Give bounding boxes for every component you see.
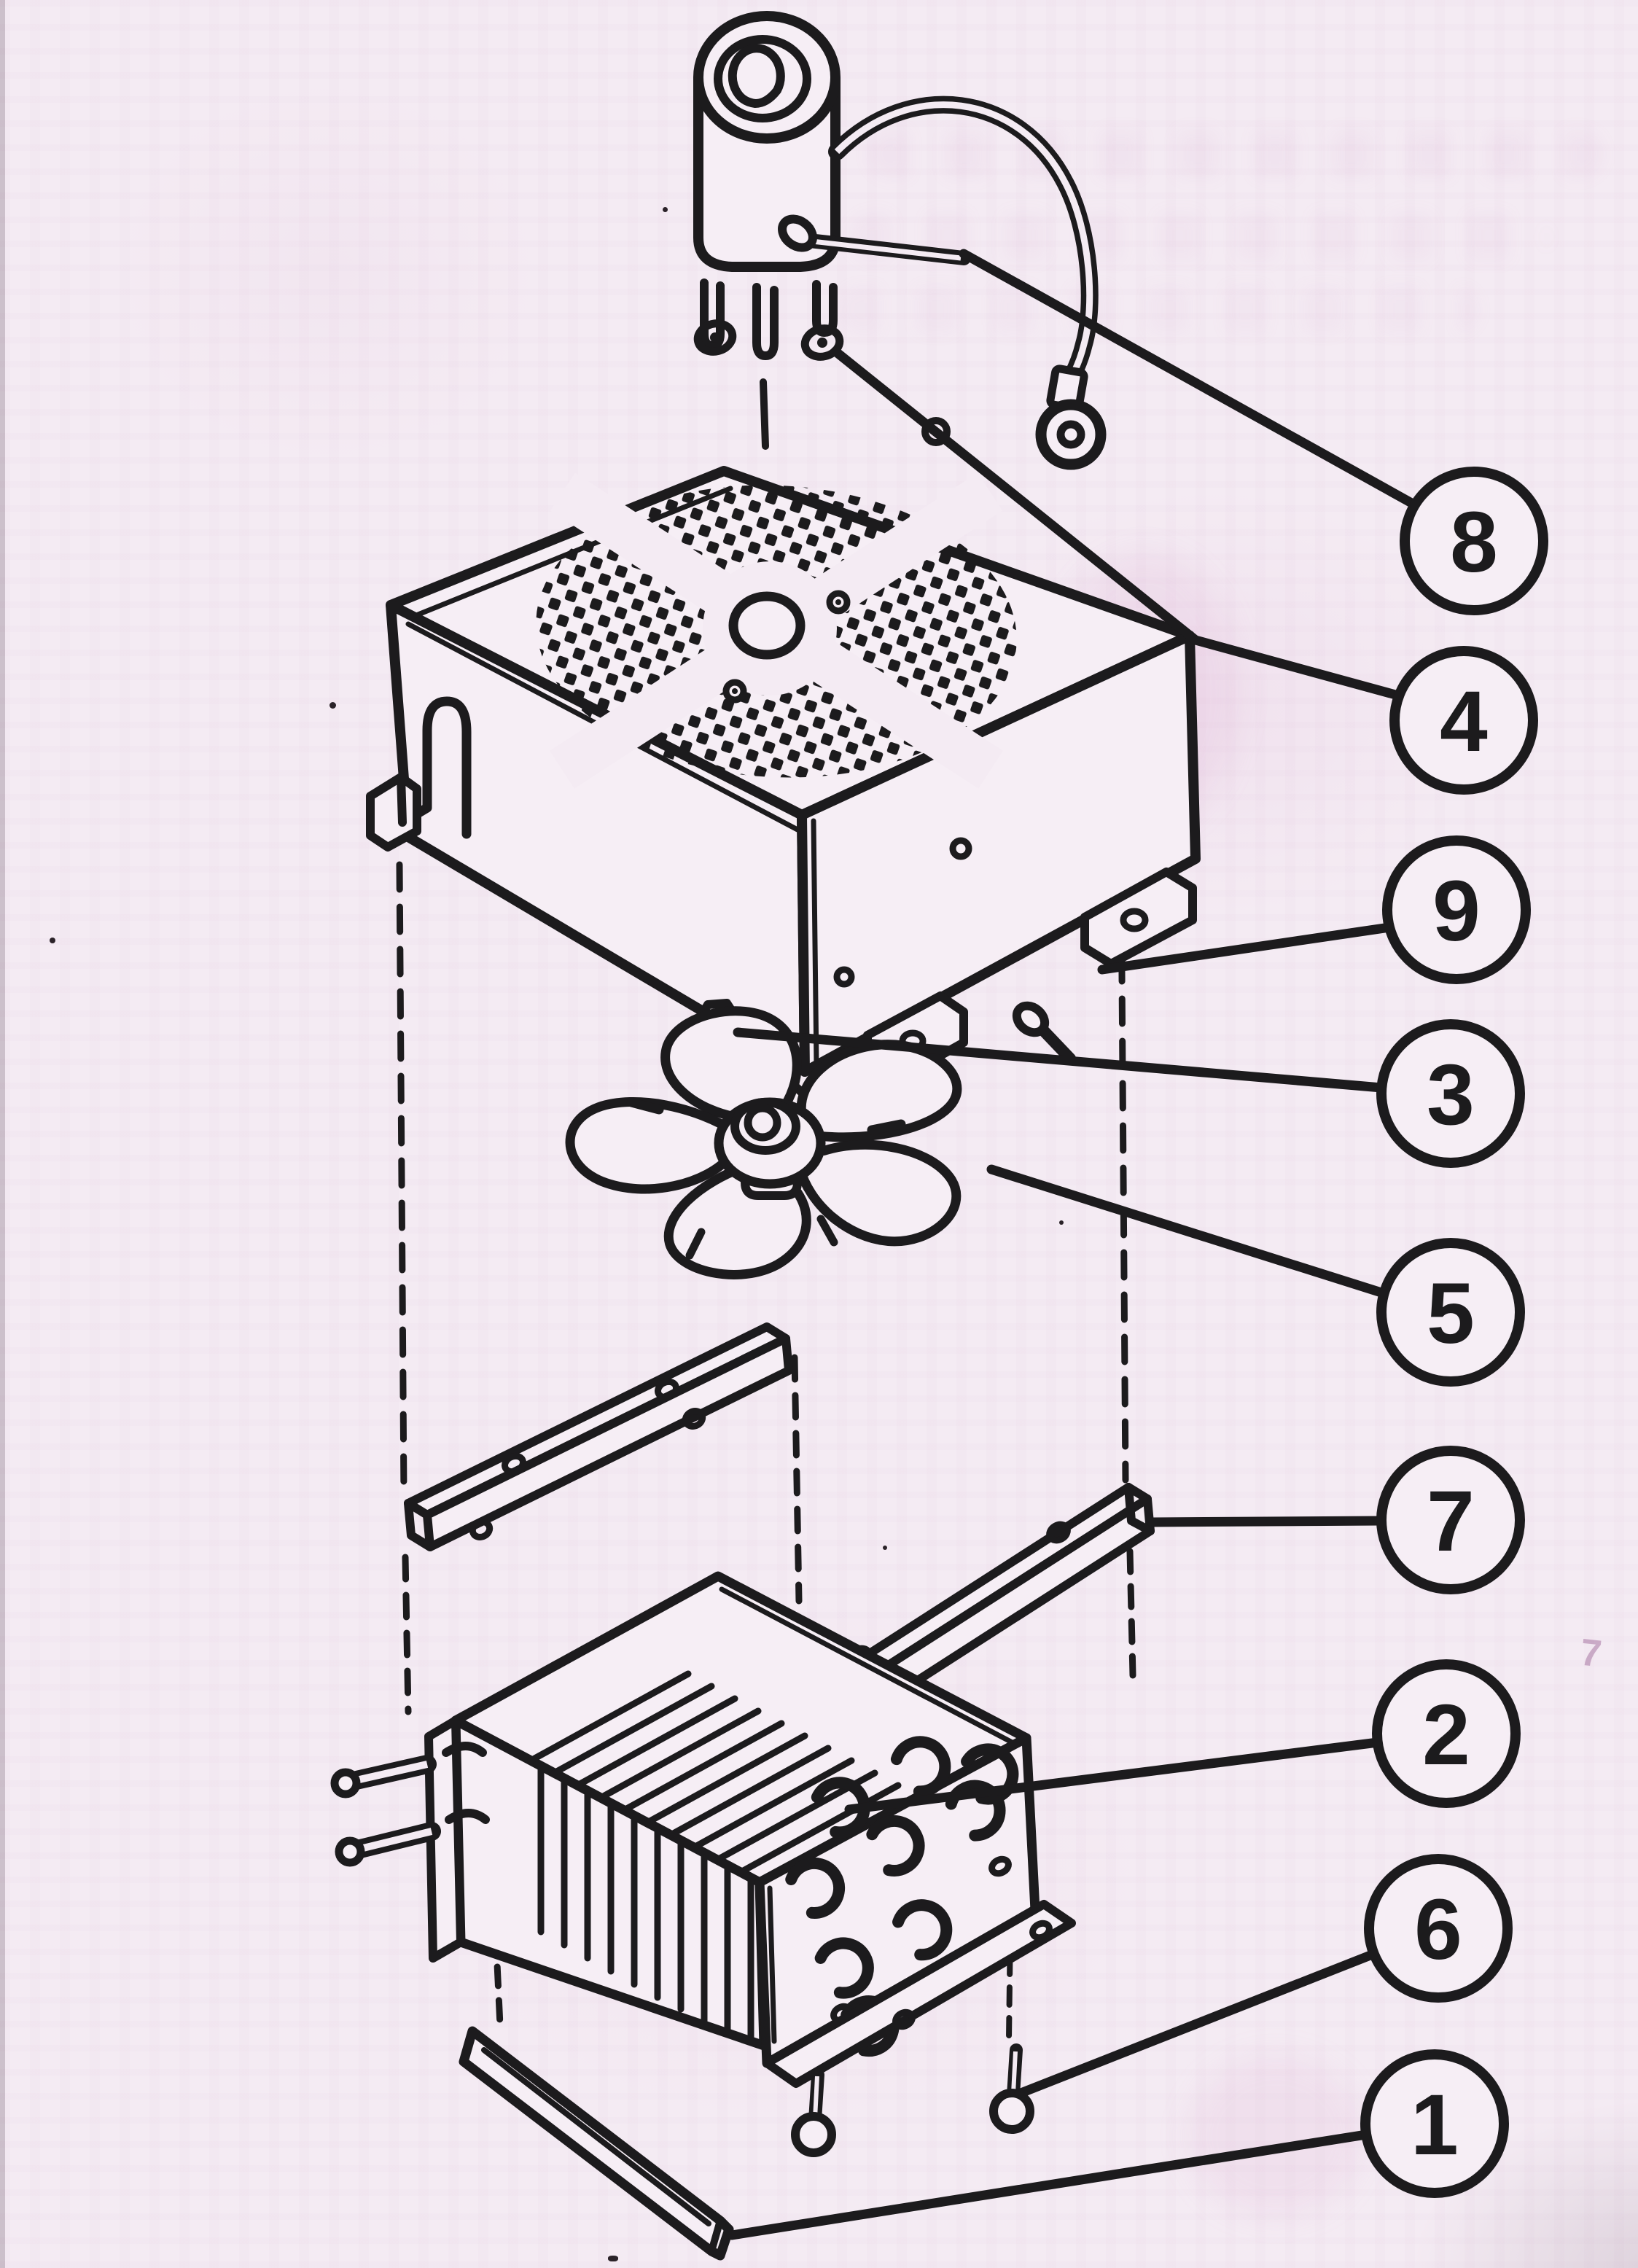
- housing-screw: [1012, 1001, 1076, 1064]
- callout-2: 2: [844, 1659, 1521, 1815]
- motor-top-ring: [714, 35, 811, 122]
- scan-speck: [50, 938, 55, 943]
- callout-circle: [1376, 1019, 1525, 1168]
- callout-circle: [1376, 1238, 1525, 1387]
- grille-screw-hole: [722, 679, 747, 704]
- scan-speck: [663, 207, 668, 212]
- motor-mount-grommet: [800, 324, 844, 361]
- callout-3: 3: [733, 1019, 1525, 1168]
- guide-line: [1126, 1548, 1136, 1679]
- fan-hub: [714, 1097, 826, 1200]
- callout-8: 8: [959, 249, 1548, 615]
- housing-right-face: [797, 631, 1201, 1077]
- callout-number: 6: [1414, 1882, 1462, 1978]
- bracket-end-profile: [1124, 1483, 1155, 1535]
- bracket-hole: [1046, 1521, 1071, 1544]
- mounting-bracket-upper: [404, 1322, 793, 1551]
- mounting-screw: [989, 2043, 1034, 2134]
- leader-line: [1097, 922, 1395, 975]
- guide-line: [402, 1554, 412, 1715]
- motor-shaft-end: [728, 44, 785, 108]
- condenser-hole: [988, 1855, 1012, 1877]
- motor-shaft-guide-line: [760, 378, 769, 450]
- callout-6: 6: [1014, 1854, 1513, 2099]
- leader-line: [844, 1737, 1383, 1815]
- callout-9: 9: [1097, 835, 1531, 984]
- callout-circle: [1364, 1854, 1513, 2003]
- leader-line: [1014, 1949, 1379, 2099]
- callout-circle: [1360, 2049, 1509, 2198]
- scan-speck: [608, 2256, 618, 2261]
- callout-number: 5: [1427, 1266, 1475, 1362]
- callout-circle: [1376, 1446, 1525, 1594]
- motor-stud: [752, 283, 779, 360]
- scan-speck: [329, 702, 336, 709]
- housing-hole: [949, 837, 972, 860]
- bleed-through-smudge: [838, 286, 1480, 334]
- callout-circle: [1400, 467, 1548, 615]
- bleed-through-smudge: [867, 130, 1604, 178]
- condenser-base-plate: [763, 1900, 1076, 2088]
- callout-5: 5: [986, 1164, 1525, 1387]
- leader-line: [959, 249, 1419, 510]
- callout-number: 1: [1411, 2077, 1459, 2173]
- motor-mount-hole: [693, 319, 737, 356]
- motor-mounting-bolt: [778, 214, 971, 265]
- condenser-edge-fold: [719, 1586, 1021, 1748]
- callout-number: 2: [1422, 1687, 1470, 1783]
- leader-line: [727, 2129, 1371, 2240]
- callout-number: 9: [1432, 863, 1481, 959]
- motor-lead-wire: [828, 96, 1099, 389]
- bracket-end-profile: [404, 1499, 434, 1551]
- electric-motor: [693, 11, 1107, 470]
- grille-screw-hole: [826, 590, 851, 615]
- mounting-screw: [791, 2068, 836, 2157]
- housing-hole: [833, 966, 855, 988]
- fan-blade: [522, 986, 1020, 1310]
- bracket-hole: [469, 1519, 494, 1540]
- condenser-corner-fold: [767, 1885, 777, 2044]
- callout-number: 4: [1440, 674, 1488, 770]
- leader-line: [830, 346, 1403, 701]
- scan-speck: [883, 1546, 887, 1550]
- callout-number: 8: [1450, 494, 1498, 591]
- callout-1: 1: [727, 2049, 1509, 2240]
- housing-mounting-foot: [366, 773, 421, 852]
- callouts: 8 4 9 3 5: [727, 249, 1548, 2240]
- condenser-tubes: [330, 1742, 490, 1867]
- bracket-hole: [502, 1452, 526, 1476]
- callout-circle: [1389, 646, 1538, 795]
- callout-circle: [1372, 1659, 1521, 1808]
- condenser-return-bends: [785, 1736, 1019, 2057]
- leader-line: [733, 1027, 1387, 1093]
- fan-shroud-housing: [366, 466, 1201, 1139]
- grille-center-hole: [728, 591, 806, 660]
- callout-circle: [1382, 835, 1531, 984]
- callout-4: 4: [830, 346, 1538, 795]
- condenser-fins: [527, 1670, 902, 2045]
- fan-grille: [536, 472, 1017, 789]
- bracket-hole: [655, 1378, 679, 1401]
- housing-mounting-tab: [1080, 868, 1197, 968]
- guide-line: [1118, 868, 1129, 1484]
- condenser-end-plate: [424, 1716, 465, 1963]
- guide-line: [791, 1354, 803, 1605]
- bottom-mounting-rail: [459, 2026, 734, 2261]
- leader-line: [1147, 1516, 1387, 1527]
- callout-number: 7: [1427, 1473, 1475, 1570]
- callout-number: 3: [1427, 1047, 1475, 1143]
- housing-corner-fold: [811, 818, 819, 1069]
- callout-7: 7: [1147, 1446, 1525, 1594]
- leader-line: [986, 1164, 1389, 1298]
- ring-terminal: [1035, 365, 1107, 470]
- guide-line: [396, 861, 407, 1500]
- bracket-hole: [682, 1408, 706, 1430]
- scan-speck: [1059, 1220, 1064, 1225]
- fan-motion-ticks: [626, 1097, 906, 1260]
